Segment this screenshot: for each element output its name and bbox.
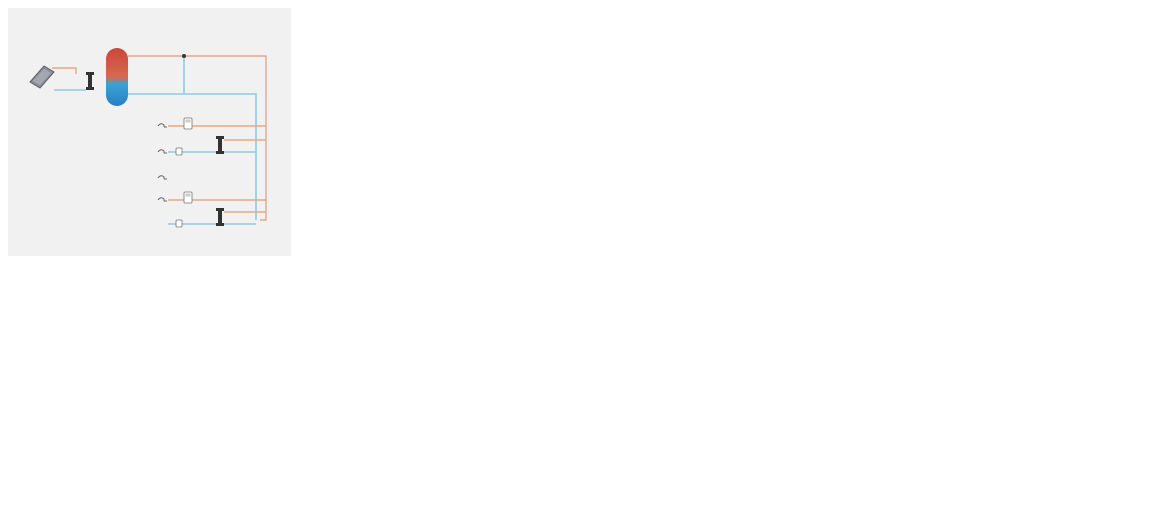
tap-icon	[157, 197, 168, 202]
diagram-grid	[8, 8, 1154, 514]
tap-icon	[157, 175, 168, 180]
heat-exchanger-icon	[216, 136, 224, 154]
heat-exchanger-icon	[86, 72, 94, 90]
storage-tank-icon	[106, 48, 128, 106]
heat-exchanger-icon	[216, 208, 224, 226]
pump-icon	[175, 219, 183, 228]
panel-8-diagram	[29, 48, 267, 228]
controller-icon	[183, 117, 193, 130]
pump-icon	[175, 147, 183, 156]
tap-icon	[157, 123, 168, 128]
tap-icon	[157, 149, 168, 154]
panel-8	[8, 8, 291, 256]
controller-icon	[183, 191, 193, 204]
solar-collector-icon	[29, 65, 55, 89]
